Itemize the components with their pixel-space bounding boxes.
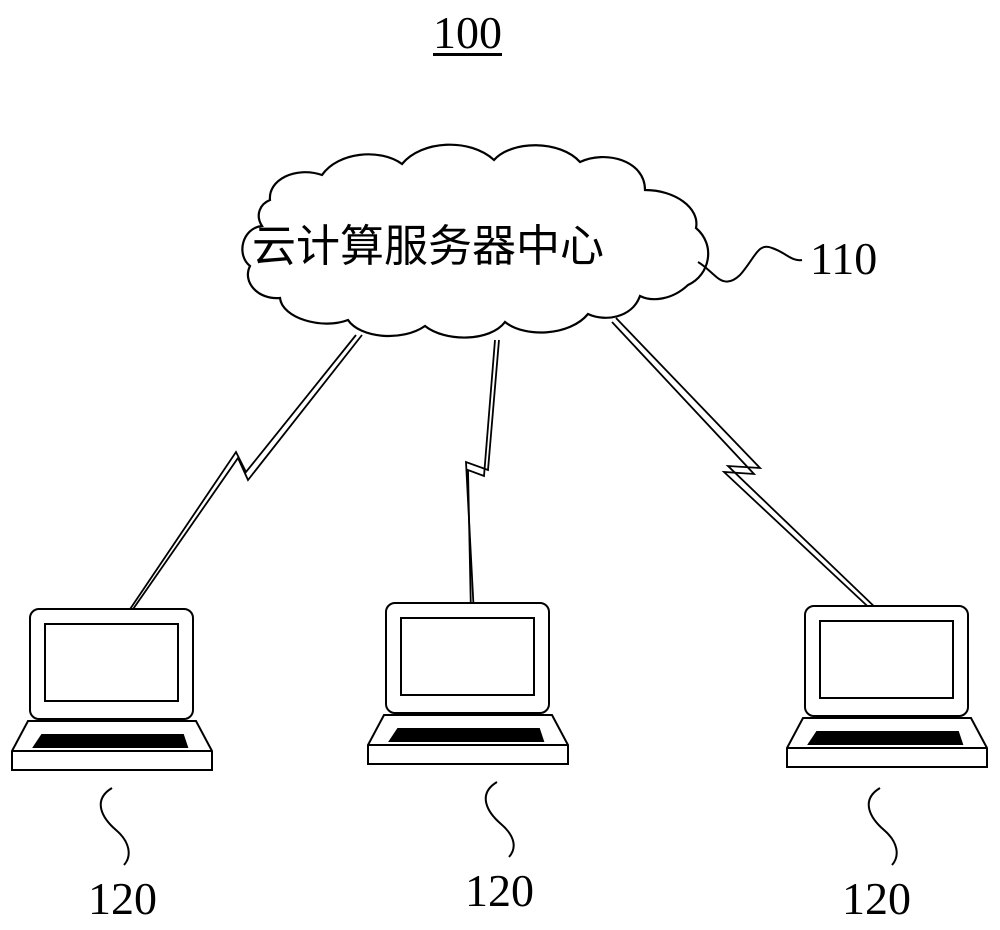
cloud-label: 云计算服务器中心 [252,221,604,272]
reference-120-middle: 120 [465,865,534,916]
leader-line-120-right [867,787,898,866]
leader-line-120-middle [484,781,515,858]
wireless-link-left [119,334,363,626]
reference-120-right: 120 [842,873,911,924]
wireless-link-right [611,317,881,617]
reference-120-left: 120 [88,873,157,924]
laptop-right [786,605,988,768]
wireless-link-middle [465,339,500,616]
laptop-middle [367,602,569,765]
cloud-shape [241,143,710,339]
leader-line-110 [697,245,803,283]
leader-line-120-left [99,787,130,866]
reference-110: 110 [810,233,878,284]
figure-number: 100 [433,7,502,58]
laptop-left [11,608,213,771]
